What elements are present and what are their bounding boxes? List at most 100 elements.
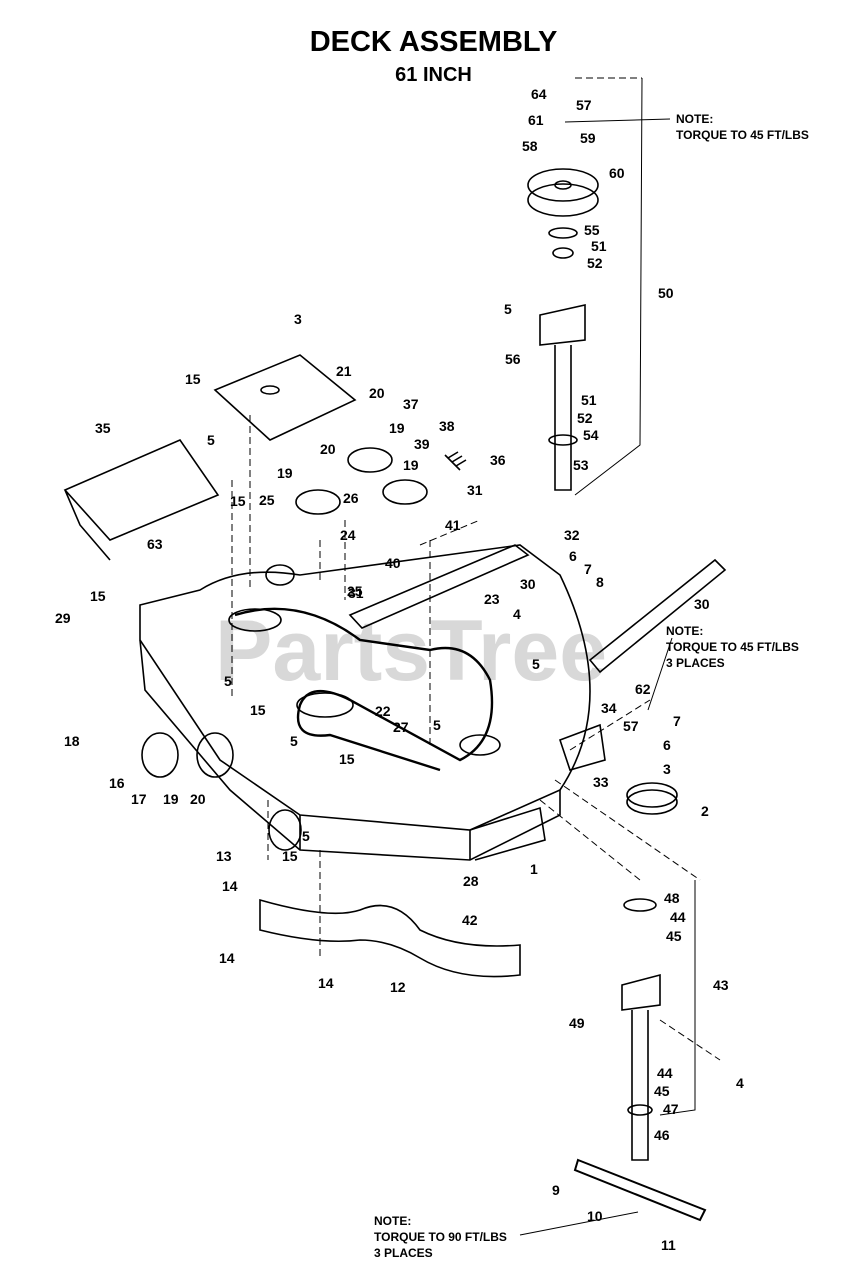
callout-label: 29: [55, 610, 71, 626]
callout-label: 5: [532, 656, 540, 672]
spindle-pulley-2: [626, 782, 678, 808]
callout-label: 31: [467, 482, 483, 498]
callout-label: 52: [577, 410, 593, 426]
callout-label: 53: [573, 457, 589, 473]
callout-label: 12: [390, 979, 406, 995]
callout-label: 25: [259, 492, 275, 508]
idler-pulley-26: [347, 447, 393, 473]
anchor-bracket-33: [558, 723, 606, 771]
callout-label: 48: [664, 890, 680, 906]
callout-label: 8: [596, 574, 604, 590]
callout-label: 62: [635, 681, 651, 697]
callout-label: 5: [504, 301, 512, 317]
callout-label: 2: [701, 803, 709, 819]
diagram-drawing: [63, 168, 727, 1222]
callout-label: 14: [318, 975, 334, 991]
note-places: 3 PLACES: [374, 1246, 433, 1260]
callout-label: 13: [216, 848, 232, 864]
callout-label: 40: [385, 555, 401, 571]
callout-label: 47: [663, 1101, 679, 1117]
callout-label: 5: [302, 828, 310, 844]
callout-label: 15: [282, 848, 298, 864]
callout-label: 14: [219, 950, 235, 966]
callout-label: 54: [583, 427, 599, 443]
callout-label: 59: [580, 130, 596, 146]
callout-label: 60: [609, 165, 625, 181]
callout-label: 19: [403, 457, 419, 473]
callout-label: 26: [343, 490, 359, 506]
callout-label: 21: [336, 363, 352, 379]
callout-label: 57: [623, 718, 639, 734]
idler-pulley-25b: [382, 479, 428, 505]
callout-labels: 64 57 61 59 58 60 55 51 52 5 56 51 52 54…: [55, 86, 744, 1253]
callout-label: 7: [673, 713, 681, 729]
spindle-pulley-60: [527, 168, 599, 202]
callout-label: 9: [552, 1182, 560, 1198]
callout-label: 57: [576, 97, 592, 113]
note-places: 3 PLACES: [666, 656, 725, 670]
note-heading: NOTE:: [676, 112, 714, 126]
callout-label: 31: [348, 585, 364, 601]
callout-label: 20: [190, 791, 206, 807]
deck-pulley-left: [228, 608, 282, 632]
callout-label: 42: [462, 912, 478, 928]
callout-label: 27: [393, 719, 409, 735]
callout-label: 3: [294, 311, 302, 327]
note-text: TORQUE TO 90 FT/LBS: [374, 1230, 507, 1244]
note-text: TORQUE TO 45 FT/LBS: [676, 128, 809, 142]
callout-label: 4: [513, 606, 521, 622]
gauge-wheel-4: [265, 564, 295, 586]
callout-label: 5: [433, 717, 441, 733]
callout-label: 56: [505, 351, 521, 367]
dashed-assembly-lines: [231, 77, 721, 1061]
callout-label: 18: [64, 733, 80, 749]
callout-label: 33: [593, 774, 609, 790]
torque-note-pulley: NOTE: TORQUE TO 45 FT/LBS 3 PLACES: [666, 623, 799, 671]
callout-label: 22: [375, 703, 391, 719]
gauge-wheel-2: [196, 732, 234, 778]
lift-arm-inner: [348, 544, 530, 629]
callout-label: 5: [290, 733, 298, 749]
callout-label: 15: [185, 371, 201, 387]
callout-label: 15: [339, 751, 355, 767]
callout-label: 4: [736, 1075, 744, 1091]
callout-label: 10: [587, 1208, 603, 1224]
spring-36: [444, 451, 467, 471]
callout-label: 35: [95, 420, 111, 436]
callout-label: 5: [224, 673, 232, 689]
page-title: DECK ASSEMBLY: [309, 26, 558, 58]
callout-label: 51: [581, 392, 597, 408]
callout-label: 15: [250, 702, 266, 718]
note-text: TORQUE TO 45 FT/LBS: [666, 640, 799, 654]
callout-label: 30: [694, 596, 710, 612]
callout-label: 16: [109, 775, 125, 791]
spindle-housing-lower: [621, 973, 661, 1011]
callout-label: 6: [569, 548, 577, 564]
callout-label: 25: [347, 583, 363, 599]
discharge-baffle: [259, 898, 521, 978]
page-subtitle: 61 INCH: [395, 64, 472, 86]
callout-label: 49: [569, 1015, 585, 1031]
note-heading: NOTE:: [666, 624, 704, 638]
callout-label: 5: [207, 432, 215, 448]
belt-cover-left: [63, 439, 220, 561]
washer-48: [623, 898, 657, 912]
callout-label: 63: [147, 536, 163, 552]
callout-label: 38: [439, 418, 455, 434]
mower-blade: [573, 1158, 707, 1222]
callout-label: 19: [163, 791, 179, 807]
deck-front-plate: [469, 806, 546, 861]
callout-label: 20: [369, 385, 385, 401]
callout-label: 19: [277, 465, 293, 481]
callout-label: 19: [389, 420, 405, 436]
callout-label: 43: [713, 977, 729, 993]
callout-label: 50: [658, 285, 674, 301]
callout-label: 20: [320, 441, 336, 457]
callout-label: 30: [520, 576, 536, 592]
callout-label: 15: [90, 588, 106, 604]
callout-label: 52: [587, 255, 603, 271]
belt-cover-top: [213, 354, 357, 441]
callout-label: 24: [340, 527, 356, 543]
callout-label: 3: [663, 761, 671, 777]
